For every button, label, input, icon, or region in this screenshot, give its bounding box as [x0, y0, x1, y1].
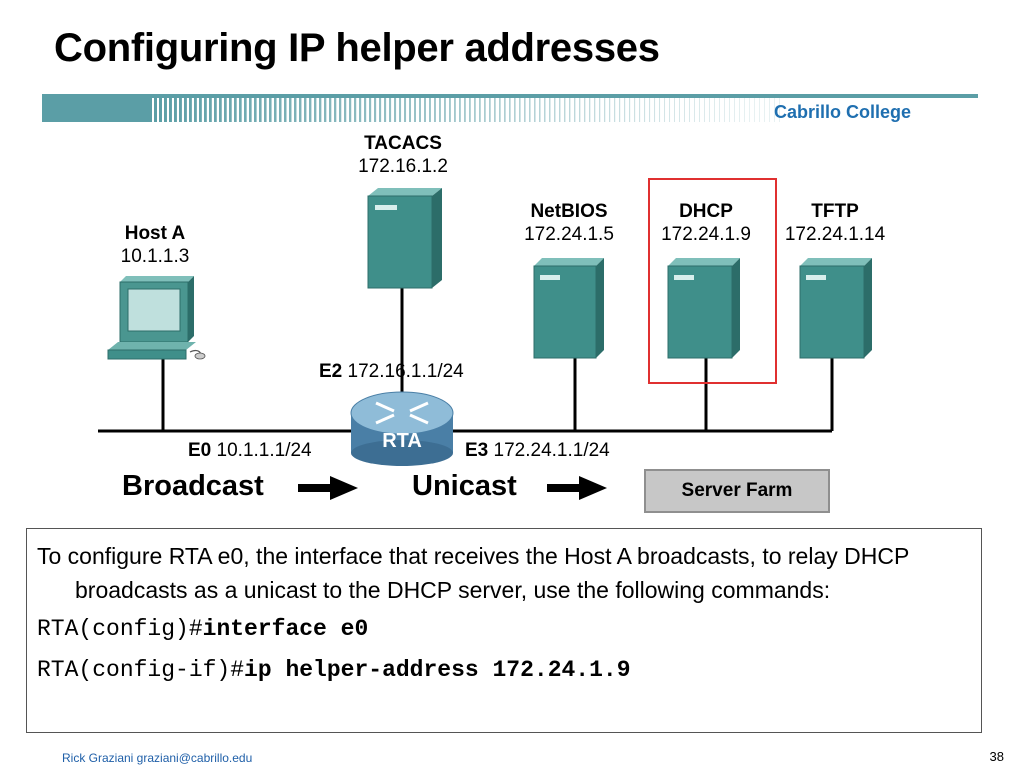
footer-author: Rick Graziani graziani@cabrillo.edu [62, 751, 253, 765]
router-rta-icon [350, 391, 454, 466]
interface-e2-label: E2 172.16.1.1/24 [319, 361, 464, 382]
command-prompt: RTA(config-if)# [37, 657, 245, 683]
command-line-2: RTA(config-if)#ip helper-address 172.24.… [37, 650, 969, 691]
notes-box: To configure RTA e0, the interface that … [26, 528, 982, 733]
command-text: ip helper-address 172.24.1.9 [244, 657, 631, 683]
notes-paragraph: To configure RTA e0, the interface that … [37, 543, 909, 603]
router-label: RTA [382, 430, 422, 452]
slide-title: Configuring IP helper addresses [54, 26, 660, 70]
page-number: 38 [989, 749, 1004, 764]
command-text: interface e0 [202, 616, 369, 642]
unicast-label: Unicast [412, 470, 517, 502]
server-farm-label: Server Farm [644, 469, 830, 513]
arrow-right-icon [298, 476, 358, 500]
command-prompt: RTA(config)# [37, 616, 203, 642]
title-banner [42, 94, 978, 122]
brand-logo-text: Cabrillo College [774, 102, 912, 122]
interface-e0-label: E0 10.1.1.1/24 [188, 440, 312, 461]
netbios-server-icon [533, 258, 604, 359]
dhcp-server-icon [667, 258, 740, 359]
broadcast-label: Broadcast [122, 470, 264, 502]
tftp-server-icon [799, 258, 872, 359]
dhcp-highlight-box [648, 178, 777, 384]
host-computer-icon [107, 276, 206, 360]
tacacs-server-icon [367, 188, 442, 289]
arrow-right-icon [547, 476, 607, 500]
interface-e3-label: E3 172.24.1.1/24 [465, 440, 610, 461]
command-line-1: RTA(config)#interface e0 [37, 609, 969, 650]
